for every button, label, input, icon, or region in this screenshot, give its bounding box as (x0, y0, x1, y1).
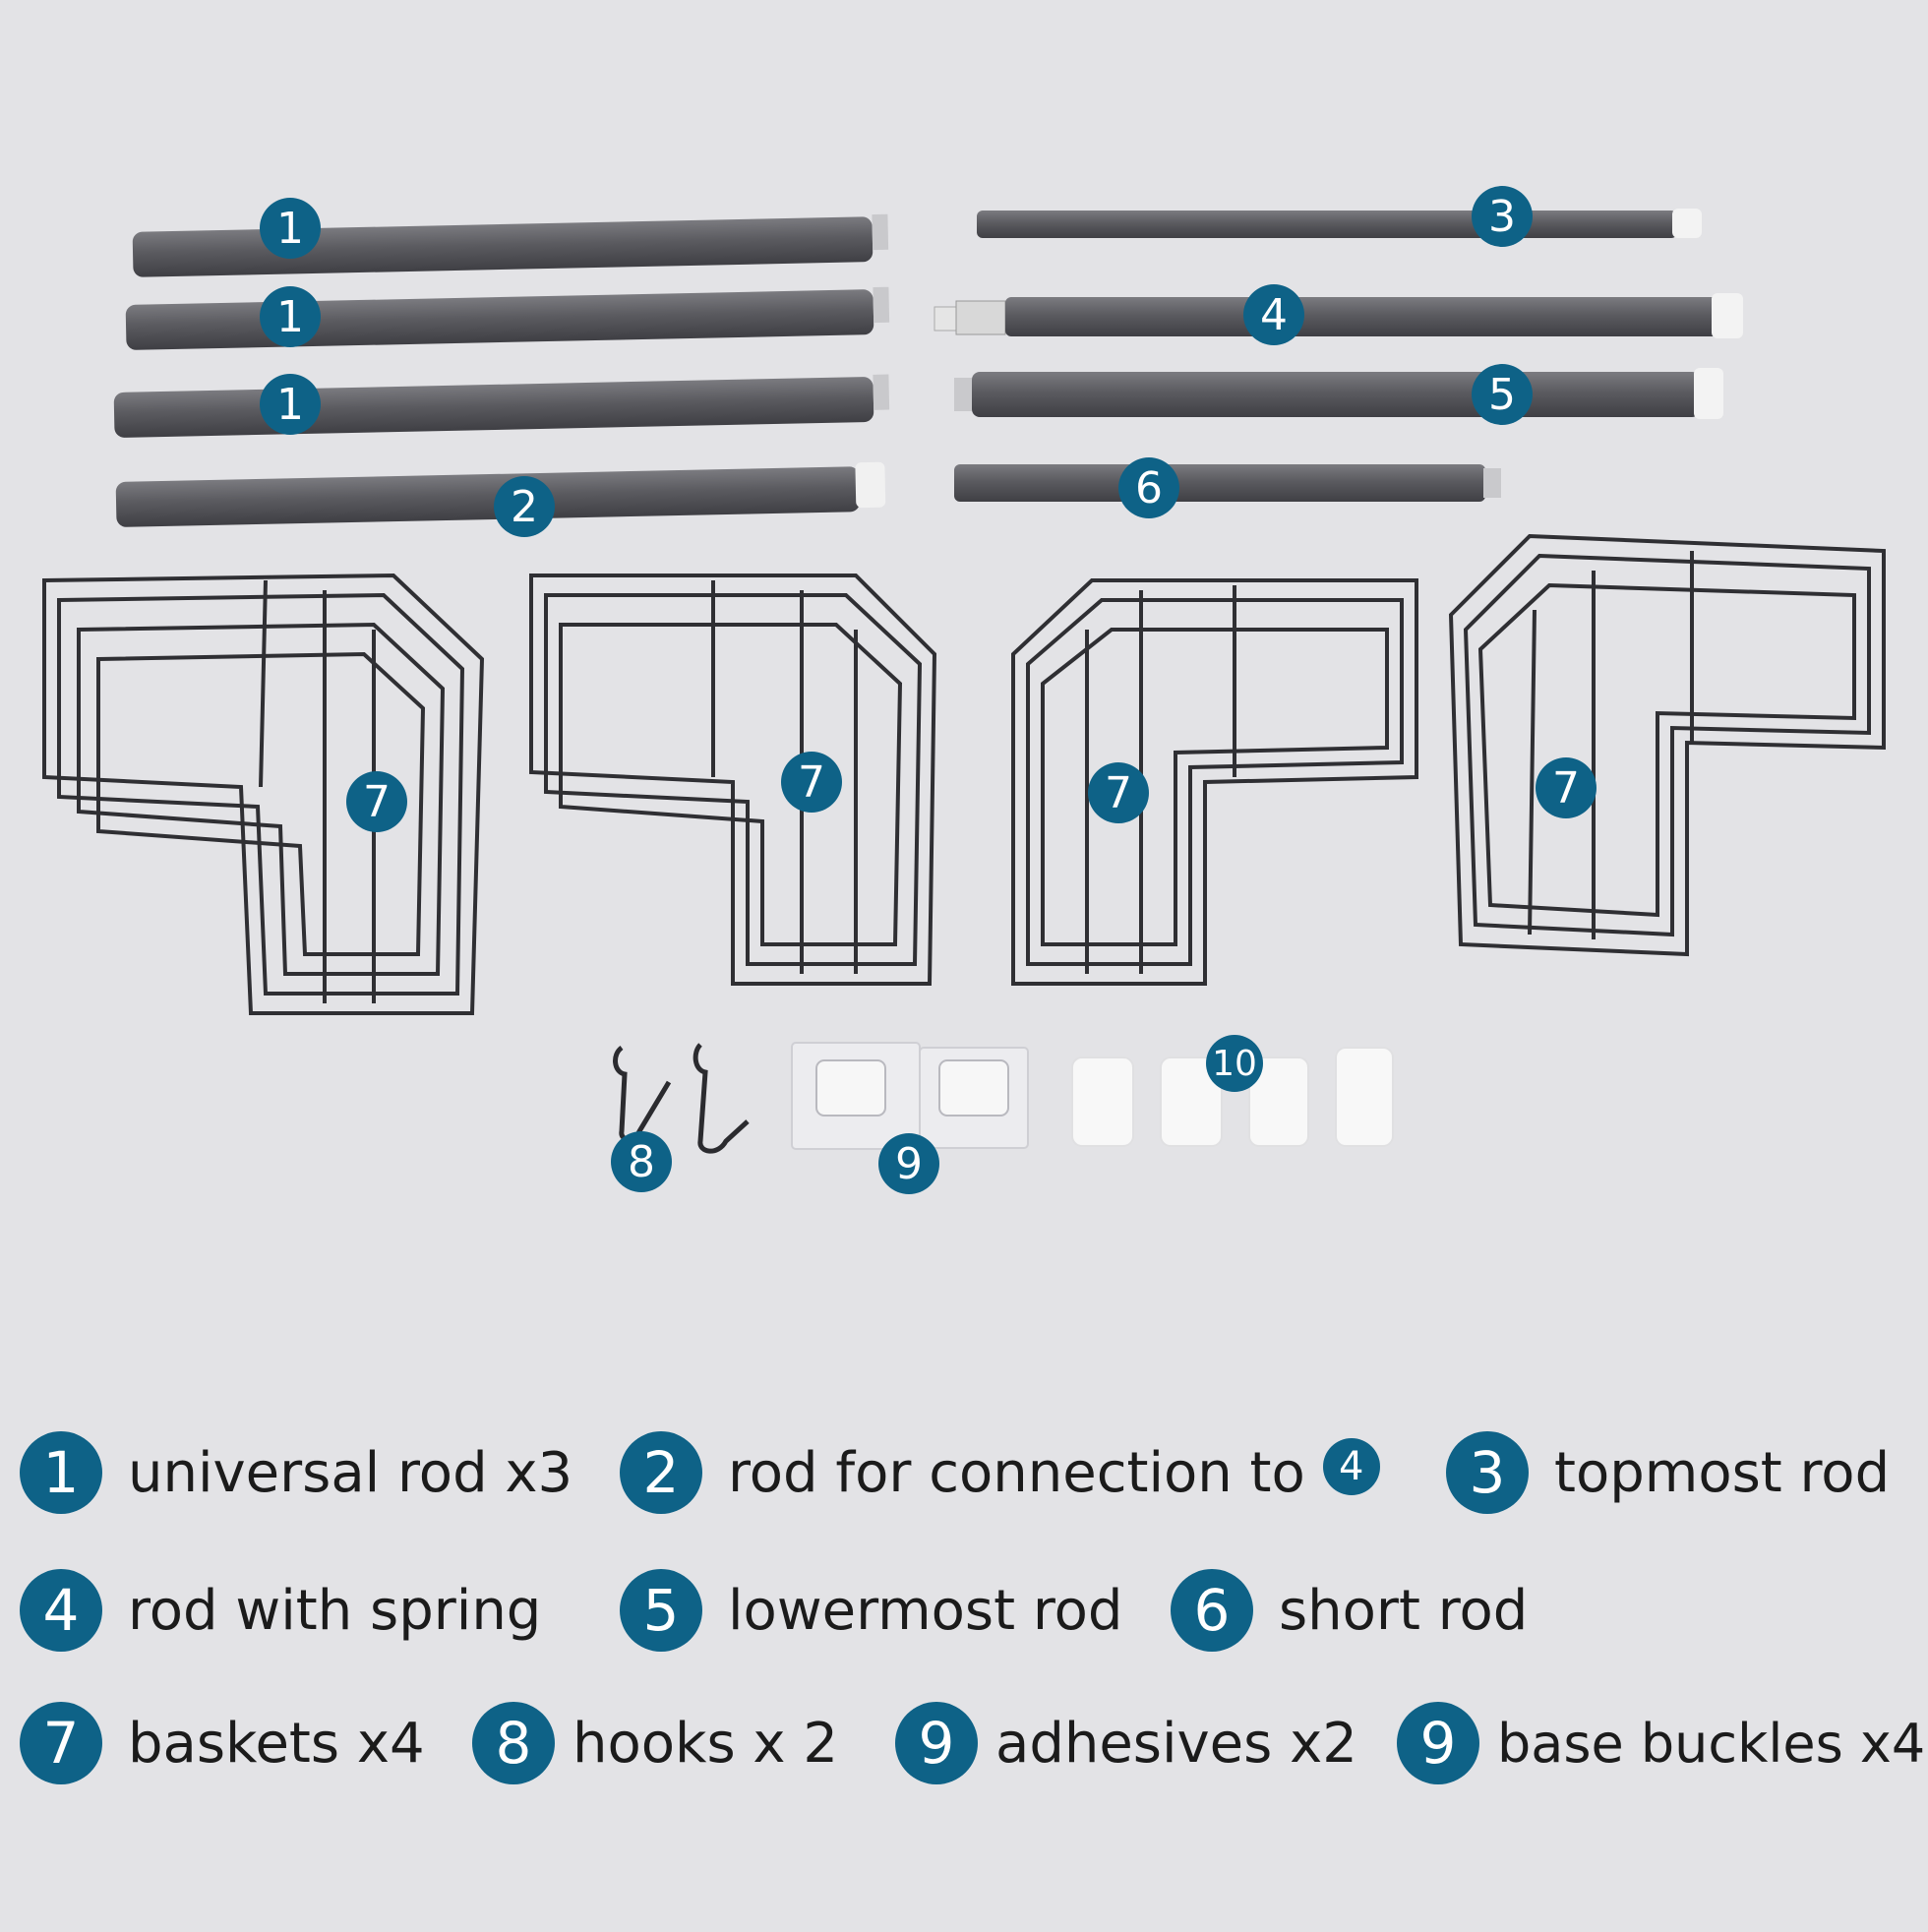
legend-badge: 1 (20, 1431, 102, 1514)
basket-4 (1448, 533, 1886, 957)
legend-item: 9 base buckles x4 (1397, 1702, 1925, 1784)
basket-2 (529, 574, 937, 986)
rod-badge: 4 (1243, 284, 1304, 345)
adhesive-pads (791, 1042, 1029, 1150)
legend-item: 9 adhesives x2 (895, 1702, 1357, 1784)
rod-with-spring (934, 293, 1743, 338)
legend-item: 5 lowermost rod (620, 1569, 1122, 1652)
adhesives-badge: 9 (878, 1133, 939, 1194)
legend-label: base buckles x4 (1497, 1712, 1926, 1775)
rod-topmost (977, 209, 1702, 238)
legend-badge: 3 (1446, 1431, 1529, 1514)
rod-universal-1 (132, 213, 889, 277)
rod-connection (115, 461, 886, 527)
legend-badge: 9 (895, 1702, 978, 1784)
basket-badge: 7 (781, 752, 842, 813)
rod-universal-3 (113, 374, 890, 438)
legend-label: short rod (1279, 1578, 1529, 1643)
legend-label: rod for connection to (728, 1440, 1305, 1505)
basket-1 (42, 573, 485, 1015)
buckles-badge: 10 (1206, 1035, 1263, 1092)
rod-badge: 6 (1118, 457, 1179, 518)
legend-label: baskets x4 (128, 1711, 425, 1776)
legend-badge: 4 (20, 1569, 102, 1652)
legend-label: adhesives x2 (995, 1711, 1357, 1776)
legend-item: 1 universal rod x3 (20, 1431, 572, 1514)
legend-ref-badge: 4 (1322, 1438, 1380, 1495)
rod-badge: 1 (260, 198, 321, 259)
rod-badge: 5 (1472, 364, 1533, 425)
hooks-badge: 8 (611, 1131, 672, 1192)
legend-label: hooks x 2 (572, 1711, 838, 1776)
legend-item: 7 baskets x4 (20, 1702, 425, 1784)
legend-badge: 8 (472, 1702, 555, 1784)
rod-short (954, 464, 1501, 502)
rod-badge: 1 (260, 374, 321, 435)
basket-3 (1011, 578, 1418, 986)
legend-badge: 6 (1171, 1569, 1253, 1652)
legend-item: 2 rod for connection to 4 (620, 1431, 1380, 1514)
legend-item: 4 rod with spring (20, 1569, 541, 1652)
rod-badge: 3 (1472, 186, 1533, 247)
base-buckles (1071, 1047, 1394, 1147)
legend-item: 3 topmost rod (1446, 1431, 1890, 1514)
rod-badge: 1 (260, 286, 321, 347)
basket-badge: 7 (346, 771, 407, 832)
rod-universal-2 (125, 286, 890, 350)
legend-badge: 7 (20, 1702, 102, 1784)
basket-badge: 7 (1536, 757, 1597, 818)
rod-badge: 2 (494, 476, 555, 537)
legend-item: 6 short rod (1171, 1569, 1528, 1652)
legend-label: lowermost rod (728, 1578, 1123, 1643)
legend-badge: 5 (620, 1569, 702, 1652)
rod-lowermost (954, 368, 1723, 419)
basket-badge: 7 (1088, 762, 1149, 823)
legend-badge: 2 (620, 1431, 702, 1514)
legend-label: rod with spring (128, 1578, 542, 1643)
legend-badge: 9 (1397, 1702, 1479, 1784)
legend-item: 8 hooks x 2 (472, 1702, 838, 1784)
legend-label: topmost rod (1554, 1440, 1891, 1505)
legend-label: universal rod x3 (128, 1440, 573, 1505)
